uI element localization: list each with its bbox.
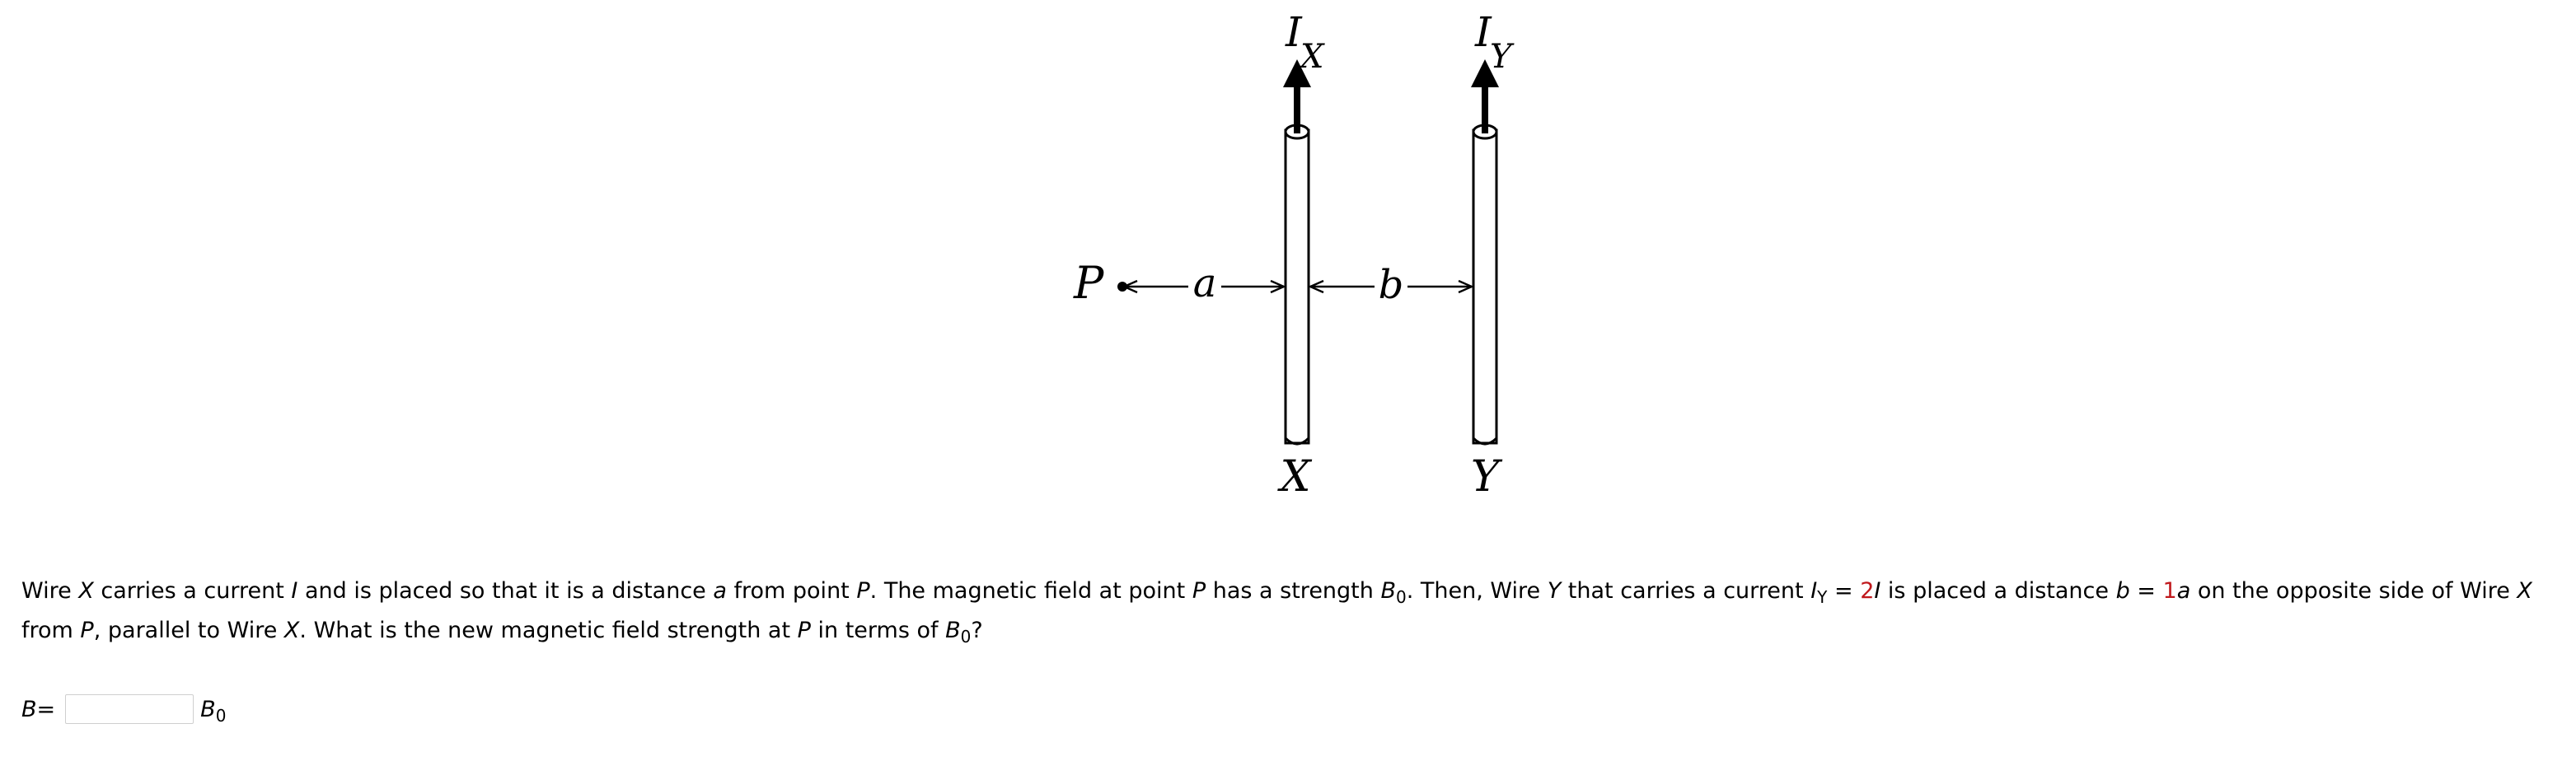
current-symbol: I (291, 578, 298, 604)
wire-y (1472, 124, 1498, 446)
current-y-arrow (1471, 59, 1499, 133)
distance-a-label: a (1193, 260, 1217, 306)
svg-text:Y: Y (1490, 38, 1515, 76)
current-factor-value: 2 (1860, 578, 1875, 604)
wire-y-symbol: Y (1547, 578, 1562, 604)
svg-text:I: I (1474, 8, 1492, 56)
b0-symbol: B (1380, 578, 1396, 604)
wire-y-label: Y (1471, 452, 1503, 502)
svg-text:X: X (1298, 38, 1325, 76)
distance-factor-value: 1 (2162, 578, 2177, 604)
problem-statement: Wire X carries a current I and is placed… (21, 578, 2532, 647)
answer-unit: B0 (200, 696, 227, 726)
current-x-arrow (1283, 59, 1311, 133)
current-x-label: I X (1285, 8, 1325, 76)
distance-b-label: b (1379, 262, 1404, 308)
current-y-label: I Y (1474, 8, 1515, 76)
answer-equals: = (36, 696, 56, 722)
point-p-label: P (1073, 257, 1105, 309)
answer-row: B = B0 (21, 690, 226, 728)
answer-label: B (21, 696, 37, 722)
wire-x-label: X (1276, 452, 1312, 502)
answer-input[interactable] (65, 694, 194, 724)
wire-x (1284, 124, 1310, 446)
svg-text:I: I (1285, 8, 1303, 56)
wire-x-symbol: X (78, 578, 94, 604)
magnetic-field-diagram: P a b I X I Y X Y (1073, 8, 1515, 502)
